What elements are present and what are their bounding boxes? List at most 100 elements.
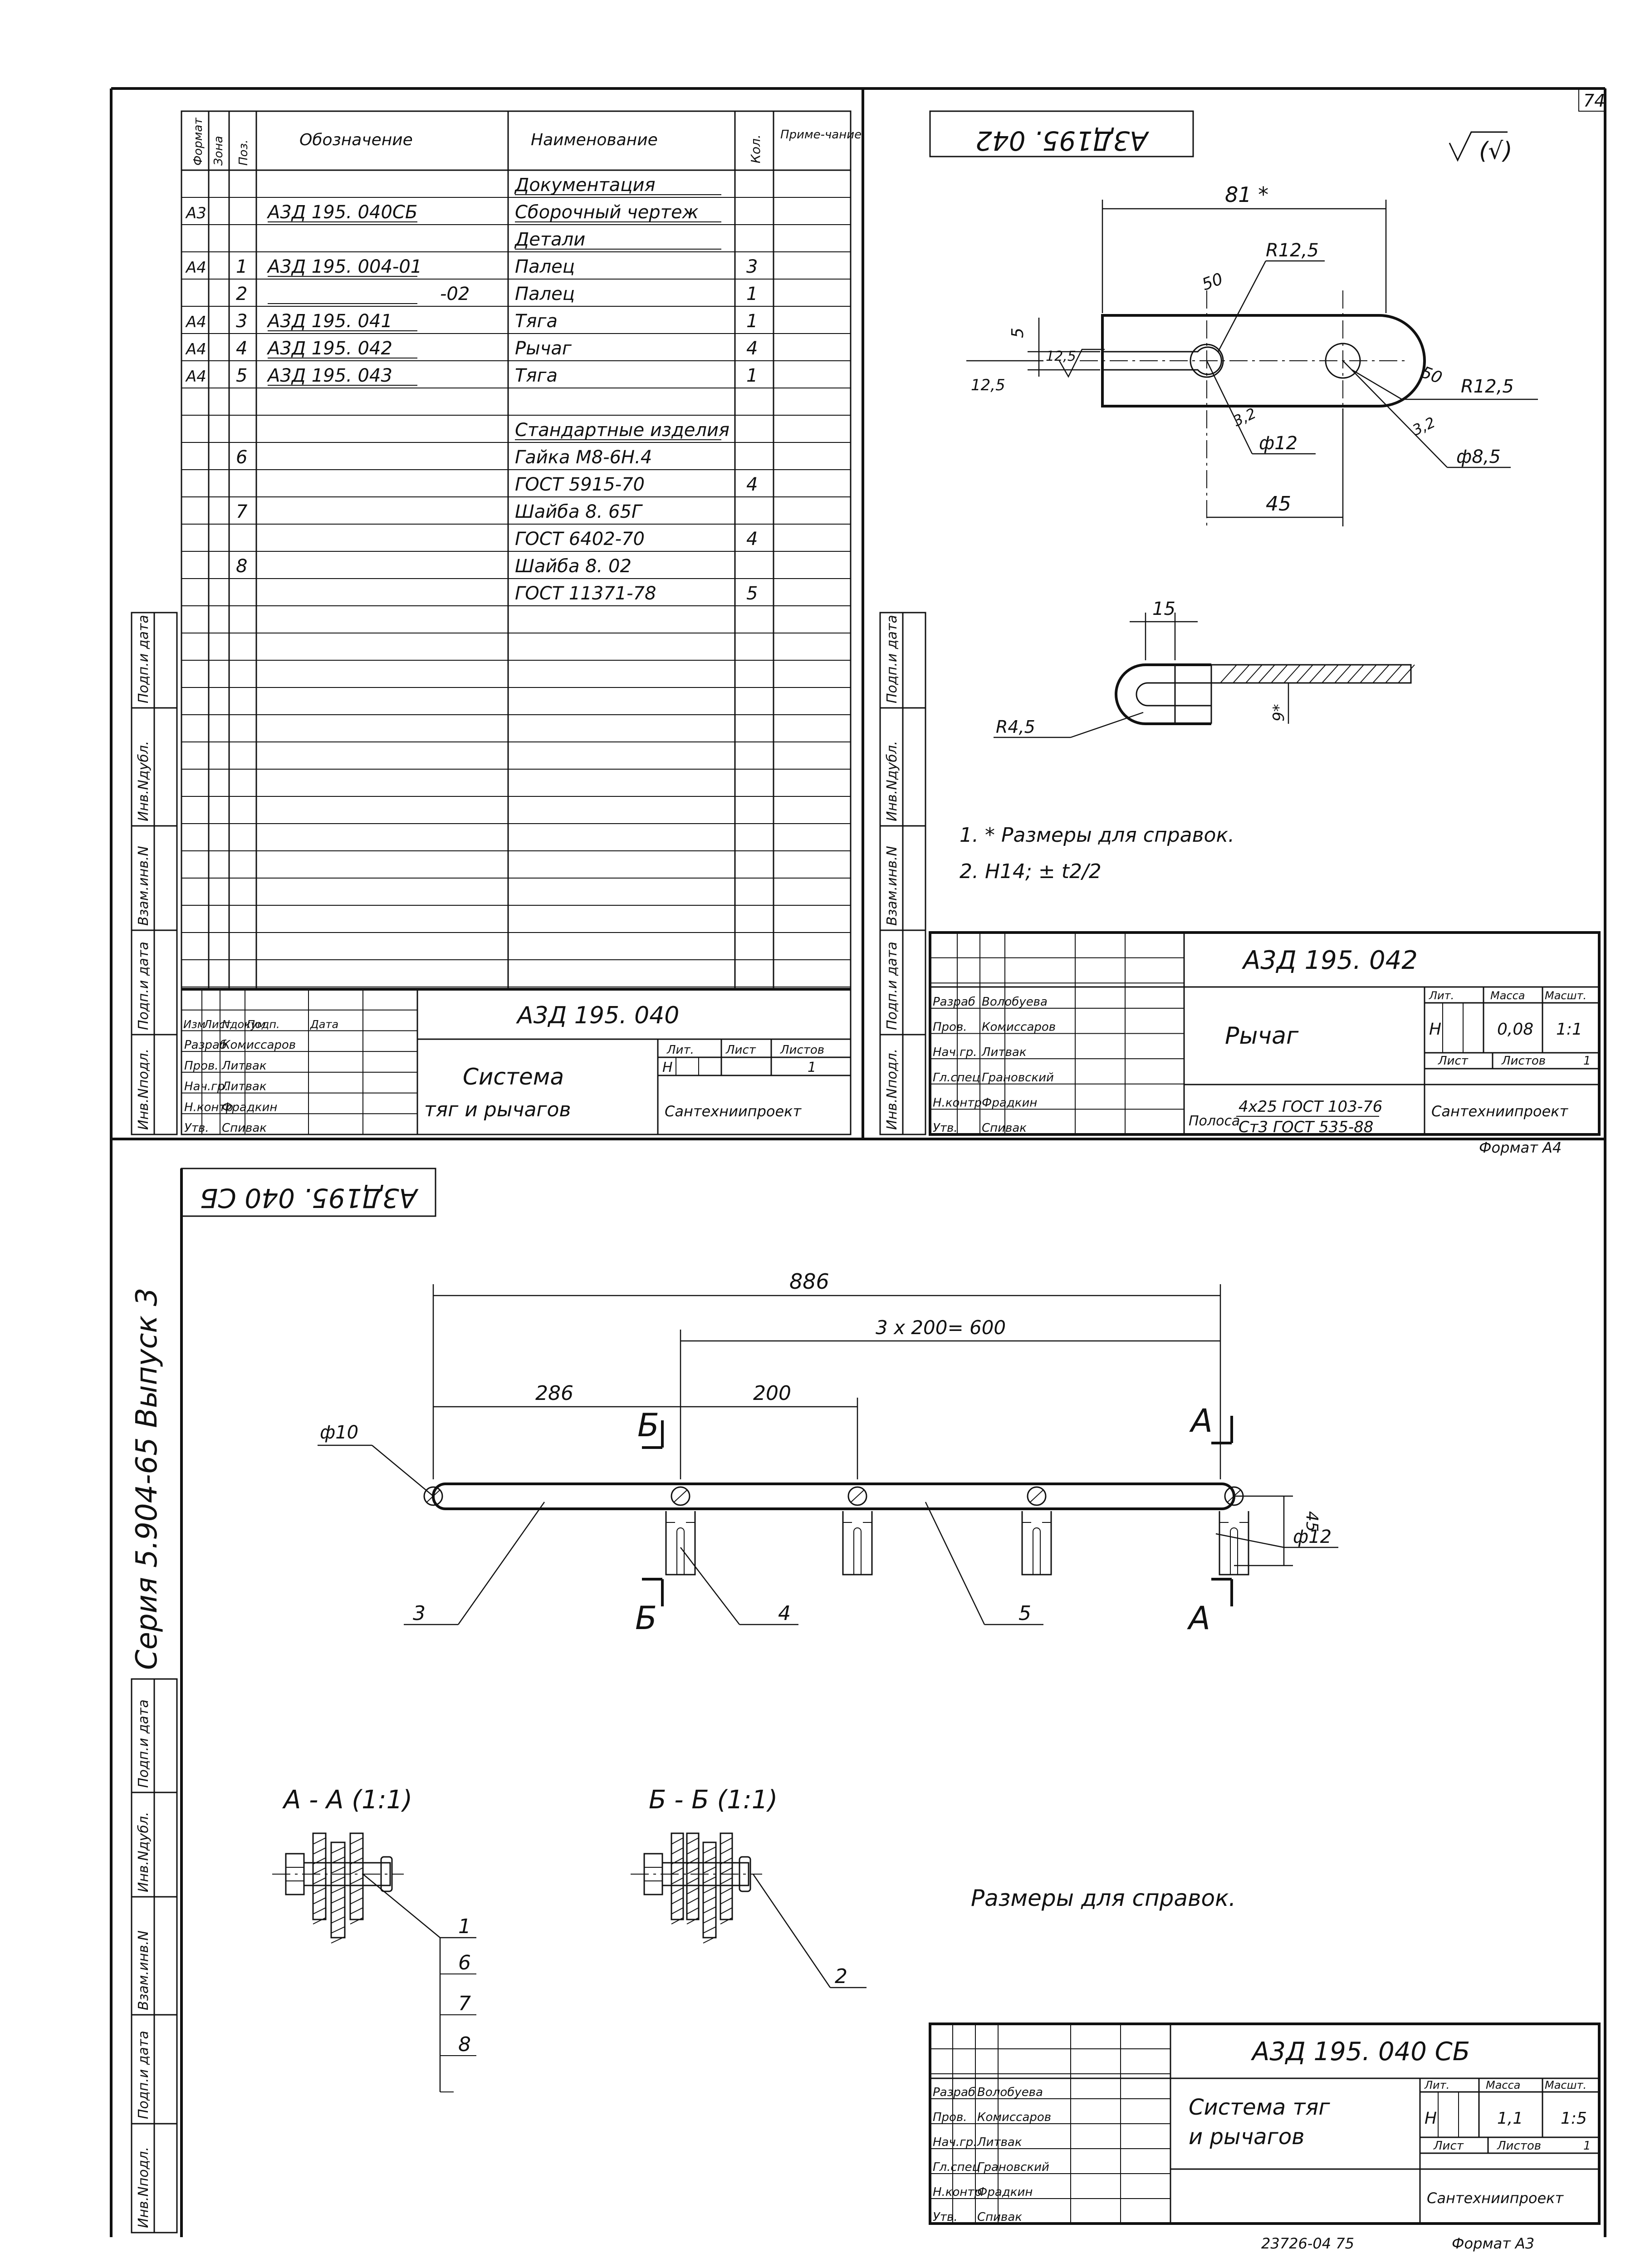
- asm-section-a-top: А: [1189, 1402, 1213, 1439]
- spec-row-name: Стандартные изделия: [515, 420, 730, 441]
- part-dim-r2: R12,5: [1461, 376, 1514, 397]
- tb-role: Гл.спец: [933, 2160, 980, 2174]
- asm-dim-overall: 886: [789, 1269, 829, 1294]
- margin-label-podp-data-b: Подп.и дата: [136, 2031, 152, 2119]
- asm-section-b-bottom: Б: [635, 1600, 657, 1637]
- part-tb-label-sheets: Листов: [1501, 1054, 1546, 1068]
- plate-hatch: [671, 1857, 684, 1865]
- plate-hatch: [720, 1877, 733, 1885]
- spec-header-note: Приме-чание: [780, 128, 862, 142]
- plate-hatch: [703, 1856, 716, 1864]
- spec-tb-title-2: тяг и рычагов: [424, 1098, 571, 1121]
- spec-row-name: Тяга: [515, 365, 558, 386]
- part-tb-label-scale: Масшт.: [1545, 989, 1586, 1002]
- plate-hatch: [331, 1876, 345, 1884]
- part-note-2: 2. Н14; ± t2/2: [960, 860, 1102, 883]
- plate-hatch: [720, 1887, 733, 1895]
- margin-stamp-top-right: Инв.Nподл. Подп.и дата Взам.инв.N Инв.Nд…: [879, 612, 926, 1135]
- plate-hatch: [313, 1917, 326, 1924]
- asm-leader-2: 2: [835, 1965, 847, 1988]
- margin-label-vzam-inv: Взам.инв.N: [136, 846, 152, 926]
- spec-row-qty: 1: [746, 284, 758, 304]
- tb-role: Пров.: [933, 2111, 967, 2124]
- margin-stamp-bottom-left: Инв.Nподл. Подп.и дата Взам.инв.N Инв.Nд…: [131, 1678, 178, 2234]
- lever-body: [1021, 1511, 1052, 1576]
- asm-tb-mass: 1,1: [1497, 2109, 1523, 2128]
- lever-pin: [671, 1486, 690, 1506]
- spec-header-zone: Зона: [212, 136, 225, 166]
- asm-leader-7: 7: [458, 1992, 471, 2015]
- spec-row-name: Сборочный чертеж: [515, 202, 699, 223]
- spec-row-qty: 4: [746, 529, 758, 550]
- asm-note: Размеры для справок.: [971, 1885, 1236, 1911]
- plate: [671, 1832, 684, 1920]
- tb-role: Пров.: [184, 1059, 219, 1073]
- spec-row-format: А3: [185, 204, 206, 222]
- lever-slot: [1033, 1527, 1041, 1575]
- spec-row-name: Палец: [515, 284, 575, 304]
- plate-hatch: [703, 1906, 716, 1914]
- margin-label-inv-podl-r: Инв.Nподл.: [884, 1049, 900, 1130]
- part-tb-material-bottom: Ст3 ГОСТ 535-88: [1239, 1118, 1373, 1136]
- lever-pin: [847, 1486, 867, 1506]
- lever-body: [842, 1511, 873, 1576]
- spec-row-name: Рычаг: [515, 338, 572, 359]
- lever-slot: [676, 1527, 685, 1575]
- plate: [702, 1841, 717, 1939]
- spec-row-pos: 6: [236, 447, 247, 468]
- tb-role: Разраб: [933, 2086, 975, 2099]
- tb-role: Н.контр: [933, 2185, 982, 2199]
- asm-tb-designation: А3Д 195. 040 СБ: [1251, 2037, 1470, 2067]
- tb-name: Волобуева: [982, 995, 1048, 1009]
- spec-row-name: Шайба 8. 02: [515, 556, 632, 577]
- asm-leader-6: 6: [458, 1951, 471, 1974]
- part-dim-15: 15: [1152, 599, 1175, 619]
- spec-row-name: ГОСТ 6402-70: [515, 529, 645, 550]
- lever-slot: [1230, 1527, 1238, 1575]
- plate-hatch: [313, 1857, 326, 1865]
- plate-hatch: [703, 1896, 716, 1904]
- spec-row-qty: 4: [746, 474, 758, 495]
- tb-name: Литвак: [221, 1059, 267, 1073]
- spec-header-designation: Обозначение: [299, 131, 413, 149]
- sheet-frames: [110, 87, 1606, 2237]
- part-tb-sheets: 1: [1583, 1054, 1591, 1068]
- page-number: 74: [1583, 91, 1605, 111]
- series-label: Серия 5.904-65 Выпуск 3: [130, 1288, 164, 1670]
- spec-row-format: А4: [185, 259, 206, 277]
- plate-hatch: [350, 1907, 363, 1915]
- plate-hatch: [703, 1846, 716, 1854]
- assembly-stamp: А3Д195. 040 СБ: [200, 1183, 419, 1213]
- spec-tb-org: Сантехниипроект: [665, 1103, 802, 1120]
- assembly-drawing: А3Д195. 040 СБ 886 3 x 200= 600 286 200 …: [180, 1168, 1338, 2237]
- plate-hatch: [720, 1907, 733, 1915]
- spec-row-name: Детали: [514, 229, 585, 250]
- plate-hatch: [671, 1837, 684, 1845]
- asm-dim-first: 286: [535, 1382, 573, 1405]
- tb-role: Разраб: [184, 1038, 227, 1052]
- plate: [720, 1832, 733, 1920]
- plate-hatch: [331, 1896, 345, 1904]
- plate-hatch: [331, 1866, 345, 1874]
- plate-hatch: [703, 1926, 716, 1934]
- part-roughness: (√): [1479, 137, 1513, 165]
- spec-row-pos: 8: [236, 556, 247, 577]
- spec-row-name: Шайба 8. 65Г: [515, 501, 643, 522]
- spec-tb-label-sheet: Лист: [725, 1043, 756, 1057]
- spec-row-format: А4: [185, 368, 206, 386]
- part-tb-scale: 1:1: [1556, 1020, 1582, 1039]
- asm-tb-label-lit: Лит.: [1424, 2079, 1449, 2091]
- plate-hatch: [331, 1886, 345, 1894]
- plate-hatch: [313, 1837, 326, 1845]
- spec-tb-designation: А3Д 195. 040: [516, 1002, 679, 1029]
- spec-row-designation: А3Д 195. 043: [266, 365, 392, 386]
- asm-leader-3: 3: [413, 1602, 426, 1625]
- tb-role: Нач.гр.: [933, 1046, 977, 1059]
- plate-hatch: [686, 1857, 699, 1865]
- tb-col-header: Nдокум.: [222, 1018, 269, 1031]
- part-tb-material-top: 4x25 ГОСТ 103-76: [1239, 1098, 1382, 1116]
- part-tb-designation: А3Д 195. 042: [1242, 946, 1418, 975]
- plate: [349, 1832, 364, 1920]
- asm-tb-sheets: 1: [1583, 2139, 1591, 2153]
- part-tb-org: Сантехниипроект: [1431, 1103, 1568, 1120]
